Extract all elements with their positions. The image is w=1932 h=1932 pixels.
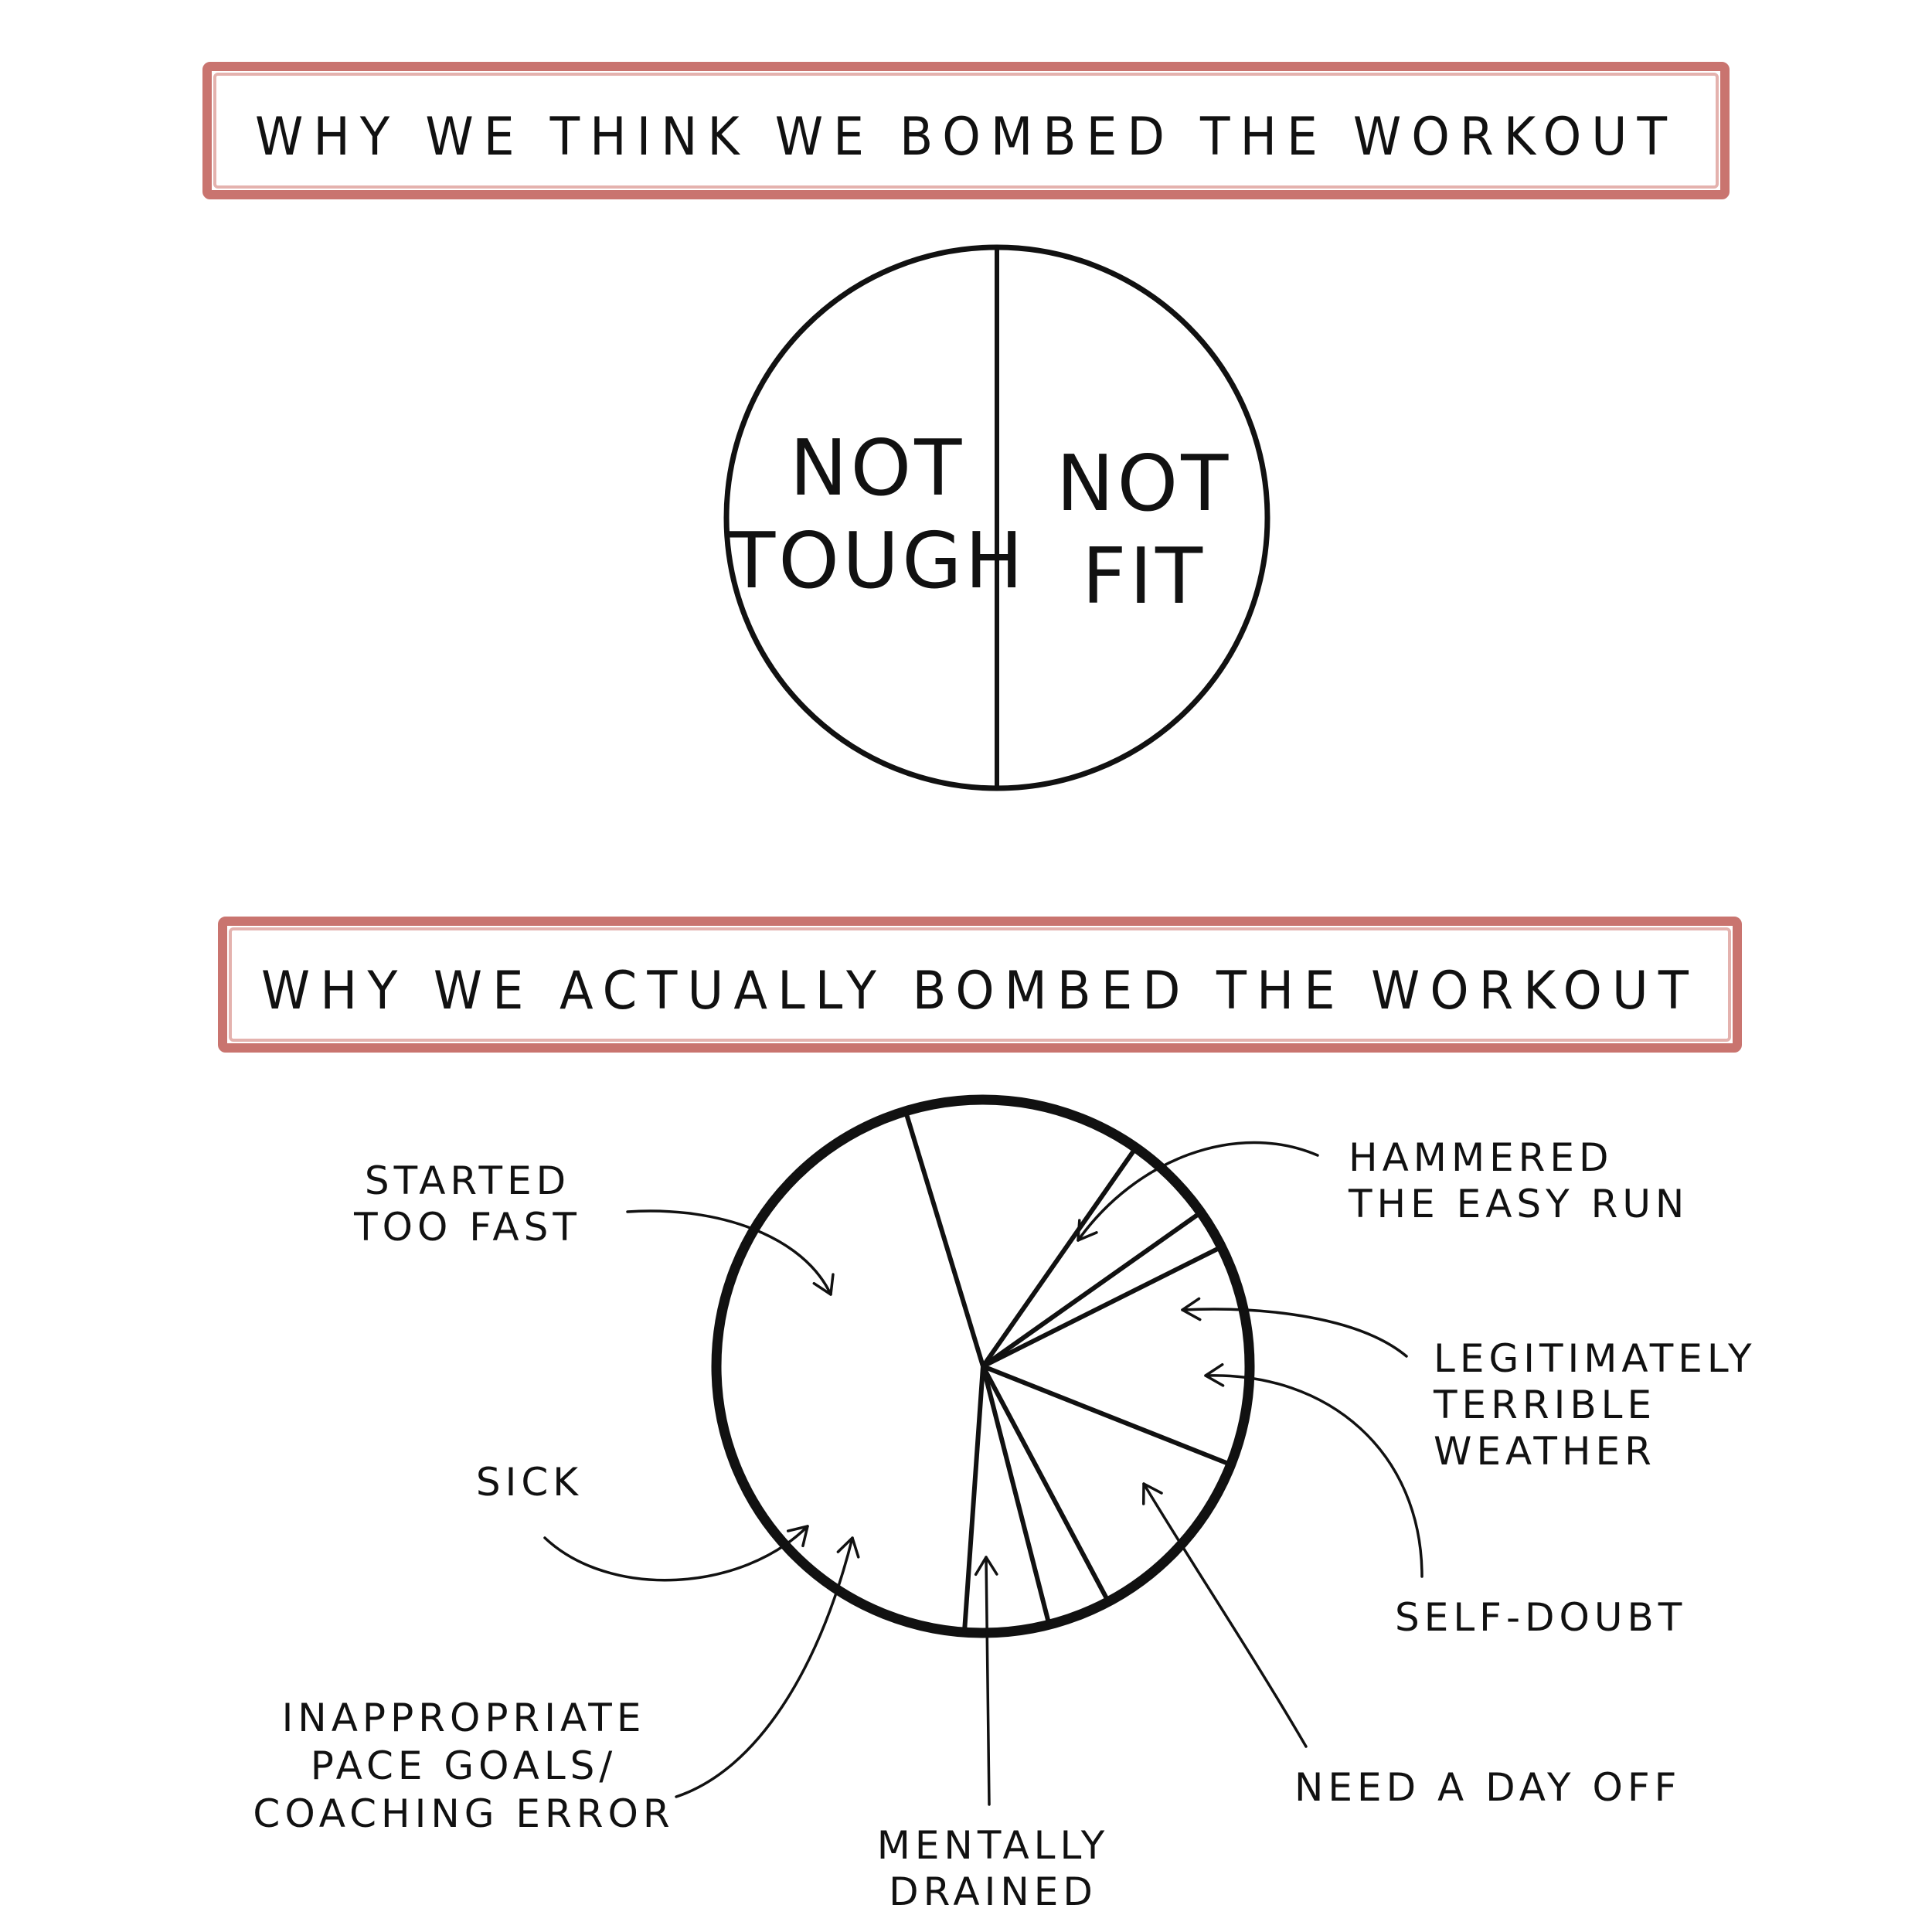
pie-bottom-arrowhead-hammered-the-easy-run [1077, 1219, 1098, 1242]
pie-bottom-divider-inappropriate-pace-goals-coaching-error [981, 1364, 1111, 1604]
pie-bottom-arrow-need-a-day-off [1142, 1482, 1308, 1748]
pie-bottom-label-sick: SICK [476, 1460, 583, 1505]
pie-bottom-divider-mentally-drained [981, 1364, 1233, 1468]
banner-bottom: WHY WE ACTUALLY BOMBED THE WORKOUT [218, 917, 1742, 1053]
pie-bottom-divider-hammered-the-easy-run [903, 1108, 985, 1369]
pie-bottom-arrow-self-doubt [1204, 1374, 1423, 1578]
pie-bottom-label-need-a-day-off: NEED A DAY OFF [1294, 1765, 1681, 1810]
pie-bottom-arrowhead-inappropriate-pace-goals-coaching-error [836, 1536, 860, 1559]
pie-bottom-divider-legitimately-terrible-weather [981, 1145, 1138, 1369]
pie-bottom-arrow-inappropriate-pace-goals-coaching-error [675, 1536, 854, 1798]
pie-bottom-arrow-mentally-drained [985, 1556, 991, 1806]
pie-bottom-arrow-sick [543, 1525, 809, 1582]
banner-top-frame [202, 62, 1730, 199]
pie-bottom-divider-sick [981, 1364, 1052, 1628]
pie-bottom-arrowhead-mentally-drained [974, 1556, 998, 1577]
pie-bottom-divider-started-too-fast [961, 1364, 985, 1635]
pie-bottom-arrow-started-too-fast [626, 1209, 832, 1296]
pie-bottom-arrow-hammered-the-easy-run [1077, 1141, 1319, 1242]
pie-bottom-divider-need-a-day-off [981, 1244, 1224, 1369]
pie-bottom-arrow-legitimately-terrible-weather [1181, 1308, 1408, 1358]
banner-top-frame-inner [213, 73, 1719, 189]
banner-bottom-frame-inner [229, 927, 1731, 1042]
chart-title-top: WHY WE THINK WE BOMBED THE WORKOUT [255, 107, 1677, 168]
pie-bottom-arrowhead-need-a-day-off [1142, 1482, 1163, 1505]
pie-bottom-arrowhead-self-doubt [1204, 1362, 1225, 1387]
pie-bottom-divider-self-doubt [981, 1209, 1203, 1369]
pie-bottom-arrowhead-sick [786, 1525, 809, 1548]
banner-top: WHY WE THINK WE BOMBED THE WORKOUT [202, 62, 1730, 199]
pie-bottom-label-self-doubt: SELF-DOUBT [1395, 1595, 1686, 1640]
banner-bottom-frame [218, 917, 1742, 1053]
pie-bottom-arrowhead-started-too-fast [812, 1273, 835, 1296]
pie-bottom-arrowhead-legitimately-terrible-weather [1181, 1297, 1202, 1321]
chart-title-bottom: WHY WE ACTUALLY BOMBED THE WORKOUT [261, 961, 1699, 1022]
